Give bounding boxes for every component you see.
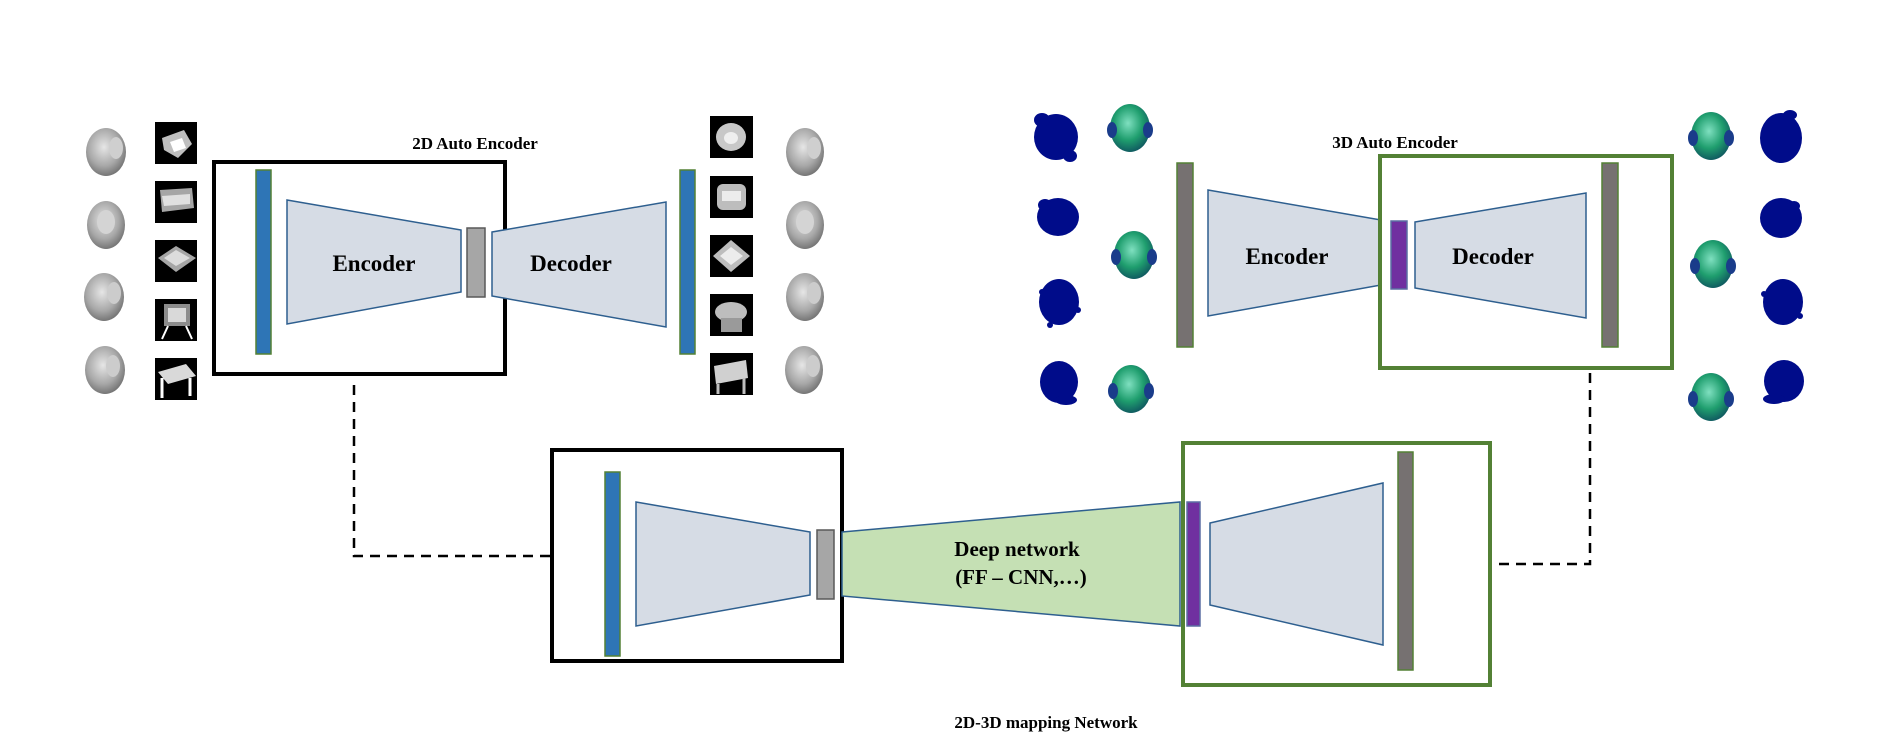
point-cloud-icon <box>1761 279 1803 325</box>
ae3d-output-samples <box>1688 110 1804 421</box>
silhouette-icon <box>155 358 197 400</box>
mapping-decoder-frame <box>1181 441 1492 687</box>
mapping-latent-2d-bar <box>816 529 835 600</box>
face-mesh-icon <box>1690 240 1736 288</box>
ae2d-latent-bar <box>466 227 486 298</box>
ae2d-encoder-trapezoid <box>286 199 462 325</box>
reconstructed-face-icon <box>786 201 824 249</box>
face-mesh-icon <box>1108 365 1154 413</box>
mapping-input-bar <box>604 471 621 657</box>
ae3d-input-bar <box>1176 162 1194 348</box>
reconstructed-silhouette-icon <box>710 116 753 158</box>
ae3d-decoder-label: Decoder <box>1452 244 1534 269</box>
mapping-latent-3d-bar <box>1186 501 1201 627</box>
connector-3d-decoder <box>1492 373 1592 566</box>
reconstructed-silhouette-icon <box>710 235 753 277</box>
ae3d-encoder-label: Encoder <box>1245 244 1328 269</box>
face-mesh-icon <box>1111 231 1157 279</box>
deep-network-label: Deep network <box>954 537 1080 561</box>
ae3d-title: 3D Auto Encoder <box>1332 133 1458 152</box>
ae2d-input-images <box>84 122 197 400</box>
reconstructed-face-icon <box>786 128 824 176</box>
mapping-encoder-trapezoid <box>635 501 811 627</box>
face-mesh-icon <box>1688 373 1734 421</box>
silhouette-icon <box>155 299 197 341</box>
point-cloud-icon <box>1760 110 1802 163</box>
point-cloud-icon <box>1037 198 1079 236</box>
deep-network-sublabel: (FF – CNN,…) <box>955 565 1087 589</box>
point-cloud-icon <box>1034 113 1078 162</box>
reconstructed-silhouette-icon <box>710 353 753 395</box>
ae2d-decoder-trapezoid <box>491 201 667 328</box>
ae2d-decoder-label: Decoder <box>530 251 612 276</box>
face-icon <box>87 201 125 249</box>
point-cloud-icon <box>1040 361 1078 405</box>
face-icon <box>86 128 126 176</box>
reconstructed-face-icon <box>786 273 824 321</box>
silhouette-icon <box>155 181 197 223</box>
ae3d-group: 3D Auto Encoder Encoder Decoder <box>1176 133 1674 370</box>
mapping-title: 2D-3D mapping Network <box>954 713 1138 732</box>
face-mesh-icon <box>1688 112 1734 160</box>
face-icon <box>85 346 125 394</box>
face-icon <box>84 273 124 321</box>
reconstructed-silhouette-icon <box>710 176 753 218</box>
ae3d-latent-bar <box>1390 220 1408 290</box>
mapping-decoder-trapezoid <box>1209 482 1384 646</box>
point-cloud-icon <box>1760 198 1802 238</box>
ae3d-decoder-frame <box>1378 154 1674 370</box>
ae2d-output-bar <box>679 169 696 355</box>
silhouette-icon <box>155 240 197 282</box>
ae3d-decoder-trapezoid <box>1414 192 1587 319</box>
ae2d-encoder-label: Encoder <box>332 251 415 276</box>
deep-network-trapezoid <box>841 501 1181 627</box>
face-mesh-icon <box>1107 104 1153 152</box>
mapping-group: Deep network (FF – CNN,…) 2D-3D mapping … <box>550 441 1492 732</box>
mapping-output-bar <box>1397 451 1414 671</box>
ae2d-input-bar <box>255 169 272 355</box>
ae2d-group: 2D Auto Encoder Encoder Decoder <box>212 134 696 376</box>
connector-2d-encoder <box>352 385 552 558</box>
point-cloud-icon <box>1763 360 1804 404</box>
silhouette-icon <box>155 122 197 164</box>
reconstructed-face-icon <box>785 346 823 394</box>
point-cloud-icon <box>1039 279 1081 328</box>
reconstructed-silhouette-icon <box>710 294 753 336</box>
ae2d-title: 2D Auto Encoder <box>412 134 538 153</box>
ae3d-output-bar <box>1601 162 1619 348</box>
ae2d-output-images <box>710 116 824 395</box>
ae3d-input-samples <box>1034 104 1157 413</box>
